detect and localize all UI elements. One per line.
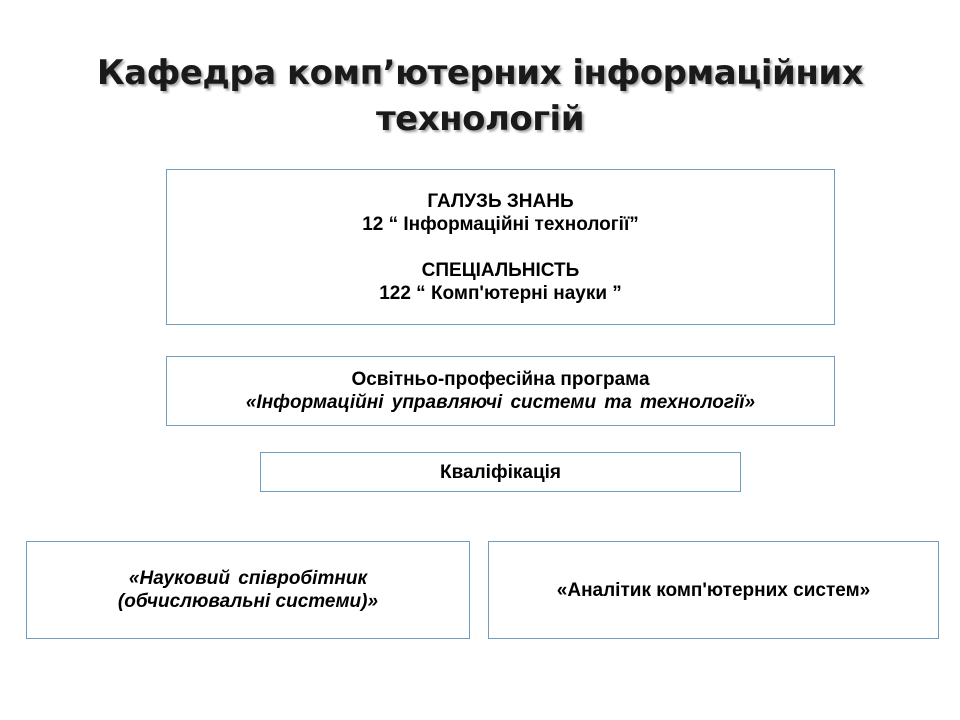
qualification-researcher-line-1: «Науковий співробітник [128, 568, 368, 589]
educational-program-box: Освітньо-професійна програма «Інформацій… [166, 356, 835, 426]
qualification-researcher-line-2: (обчислювальні системи)» [117, 591, 379, 612]
slide-title: Кафедра комп’ютерних інформаційних техно… [60, 50, 900, 142]
specialty-label: СПЕЦІАЛЬНІСТЬ [421, 259, 580, 281]
title-line-2: технологій [375, 99, 585, 139]
field-of-knowledge-box: ГАЛУЗЬ ЗНАНЬ 12 “ Інформаційні технологі… [166, 169, 835, 325]
field-value: 12 “ Інформаційні технології” [362, 213, 639, 235]
qualification-analyst-box: «Аналітик комп'ютерних систем» [488, 541, 939, 639]
qualification-researcher-box: «Науковий співробітник (обчислювальні си… [26, 541, 470, 639]
qualification-label: Кваліфікація [440, 461, 561, 483]
specialty-value: 122 “ Комп'ютерні науки ” [379, 282, 622, 304]
qualification-box: Кваліфікація [260, 452, 741, 492]
program-label: Освітньо-професійна програма [351, 369, 650, 390]
qualification-analyst-line-1: «Аналітик комп'ютерних систем» [556, 579, 871, 601]
field-label: ГАЛУЗЬ ЗНАНЬ [427, 190, 574, 212]
program-name: «Інформаційні управляючі системи та техн… [245, 392, 756, 413]
title-line-1: Кафедра комп’ютерних інформаційних [96, 53, 864, 93]
